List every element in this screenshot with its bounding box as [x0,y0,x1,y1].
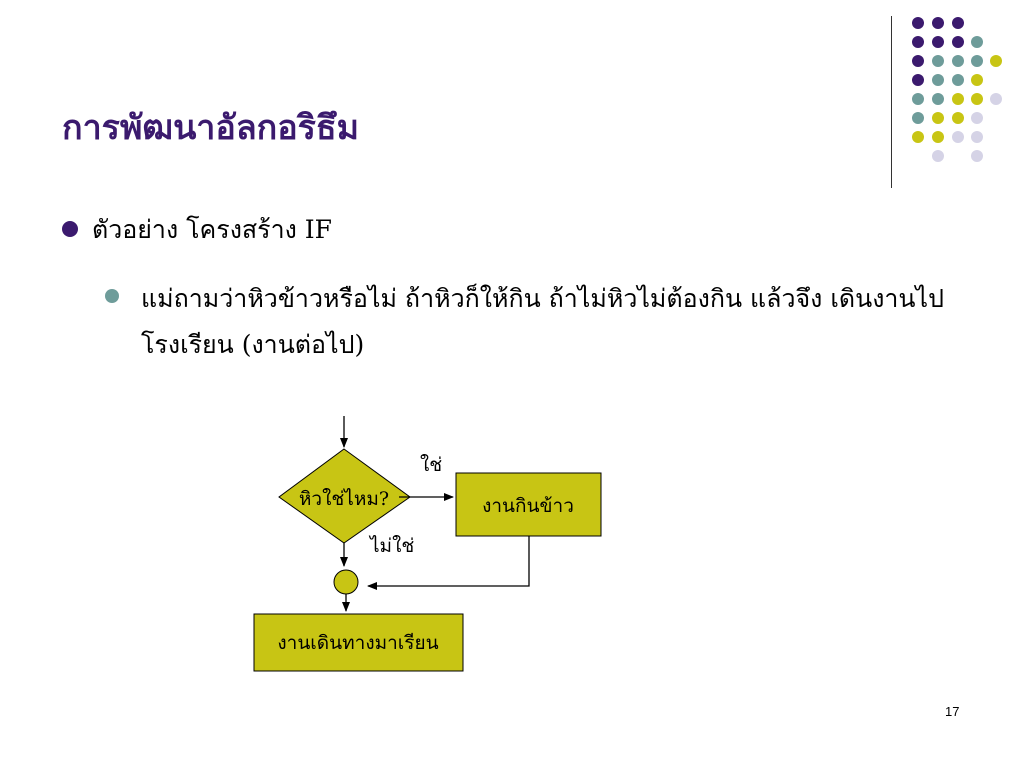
process-box-eat [455,472,602,537]
bullet-level-2-text: แม่ถามว่าหิวข้าวหรือไม่ ถ้าหิวก็ให้กิน ถ… [141,284,944,359]
yes-label: ใช่ [420,454,442,476]
slide-title: การพัฒนาอัลกอริธึม [62,108,360,148]
bullet-dot-icon [62,220,78,237]
return-connector [367,536,530,590]
process-box-walk-label: งานเดินทางมาเรียน [277,632,438,654]
process-box-walk [253,613,464,672]
process-box-eat-label: งานกินข้าว [482,495,574,517]
no-label: ไม่ใช่ [368,535,414,557]
decision-label: หิวใช่ไหม? [299,488,389,510]
page-number: 17 [945,704,960,719]
merge-connector-circle [333,569,359,595]
bullet-level-1: ตัวอย่าง โครงสร้าง IF [62,210,332,250]
sub-bullet-dot-icon [105,289,119,303]
bullet-level-2: แม่ถามว่าหิวข้าวหรือไม่ ถ้าหิวก็ให้กิน ถ… [105,276,945,368]
bullet-level-1-text: ตัวอย่าง โครงสร้าง IF [92,215,333,244]
header-divider-line [891,16,892,188]
